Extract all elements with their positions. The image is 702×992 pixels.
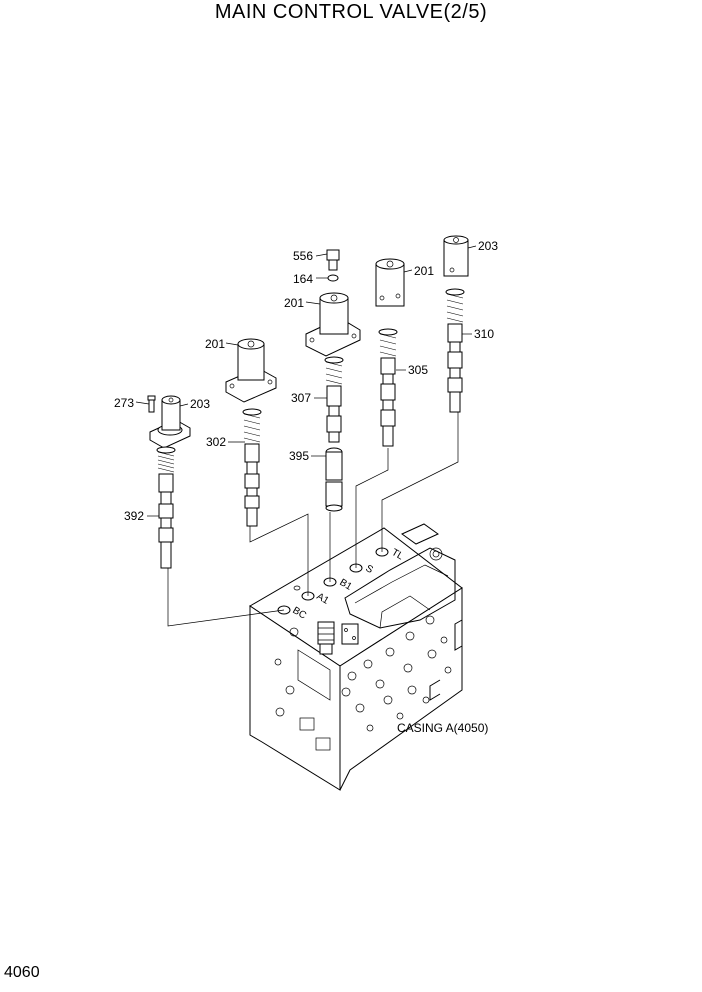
callout-201-left: 201: [205, 337, 225, 351]
port-mark-s: S: [364, 563, 376, 576]
leader-lines: [135, 245, 477, 517]
callout-201-center: 201: [284, 296, 304, 310]
casing-label: CASING A(4050): [397, 721, 488, 735]
callout-164: 164: [293, 272, 313, 286]
callout-307: 307: [291, 391, 311, 405]
spool-302-assembly: [225, 338, 277, 527]
callout-201-right: 201: [414, 264, 434, 278]
callout-203-right: 203: [478, 239, 498, 253]
name-plate: [401, 523, 443, 561]
relief-valve: [317, 621, 359, 655]
page-number: 4060: [4, 964, 40, 981]
port-mark-b1: B1: [338, 577, 354, 593]
assembly-lines: [167, 412, 459, 627]
callout-305: 305: [408, 363, 428, 377]
port-mark-a1: A1: [315, 591, 331, 607]
callout-556: 556: [293, 249, 313, 263]
spool-392-assembly: [147, 395, 191, 569]
callout-302: 302: [206, 435, 226, 449]
spool-305-assembly: [375, 258, 405, 447]
spool-310-assembly: [443, 235, 469, 413]
spool-307-assembly: [305, 249, 361, 512]
callout-273: 273: [114, 396, 134, 410]
callout-203-left: 203: [190, 397, 210, 411]
callout-392: 392: [124, 509, 144, 523]
port-mark-tl: TL: [390, 547, 406, 563]
callout-310: 310: [474, 327, 494, 341]
page-title: MAIN CONTROL VALVE(2/5): [214, 1, 488, 23]
callout-395: 395: [289, 449, 309, 463]
valve-casing: BC A1 B1 S TL: [249, 523, 463, 791]
